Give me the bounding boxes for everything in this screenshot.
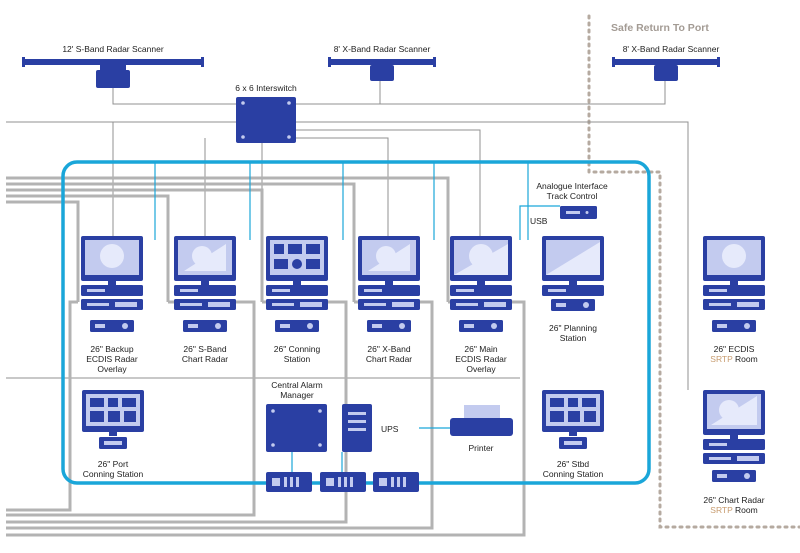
main-ecdis-label-3: Overlay — [466, 364, 496, 374]
x-band-scanner-2-icon — [612, 57, 720, 81]
ups-label: UPS — [381, 424, 399, 434]
ups-icon — [342, 404, 372, 452]
alarm-manager-label-2: Manager — [280, 390, 314, 400]
chart-srtp-label-2: SRTP Room — [710, 505, 757, 515]
usb-label: USB — [530, 216, 548, 226]
planning-label-1: 26" Planning — [549, 323, 597, 333]
backup-ecdis-label-2: ECDIS Radar — [86, 354, 138, 364]
analogue-interface-icon — [560, 206, 597, 219]
backup-ecdis-label-3: Overlay — [97, 364, 127, 374]
conning-label-1: 26" Conning — [274, 344, 321, 354]
s-band-chart-radar-workstation — [174, 236, 236, 332]
safe-return-title: Safe Return To Port — [611, 22, 709, 34]
interswitch-icon — [236, 97, 296, 143]
network-switch-3 — [373, 472, 419, 492]
conning-label-2: Station — [284, 354, 311, 364]
ecdis-srtp-label-1: 26" ECDIS — [714, 344, 755, 354]
main-ecdis-label-2: ECDIS Radar — [455, 354, 507, 364]
ecdis-srtp-label-2: SRTP Room — [710, 354, 757, 364]
ecdis-srtp-room: Room — [733, 354, 758, 364]
s-band-scanner-icon — [22, 57, 204, 88]
main-ecdis-workstation — [450, 236, 512, 332]
x-band-scanner-1-icon — [328, 57, 436, 81]
scanner-cabling — [6, 80, 689, 390]
x-band-label-2: Chart Radar — [366, 354, 412, 364]
printer-label: Printer — [468, 443, 493, 453]
network-switch-1 — [266, 472, 312, 492]
chart-srtp-room: Room — [733, 505, 758, 515]
s-band-label-2: Chart Radar — [182, 354, 228, 364]
x-band-label-1: 26" X-Band — [367, 344, 410, 354]
srtp-boundary — [587, 14, 800, 529]
chart-srtp-tag: SRTP — [710, 505, 733, 515]
stbd-conning-station — [542, 390, 604, 449]
stbd-conning-label-2: Conning Station — [543, 469, 604, 479]
analogue-interface-label: Analogue Interface — [536, 181, 608, 191]
port-conning-station — [82, 390, 144, 449]
interswitch-label: 6 x 6 Interswitch — [235, 83, 297, 93]
track-control-label: Track Control — [547, 191, 598, 201]
backup-ecdis-workstation — [81, 236, 143, 332]
alarm-manager-label-1: Central Alarm — [271, 380, 323, 390]
s-band-scanner-label: 12' S-Band Radar Scanner — [62, 44, 163, 54]
backup-ecdis-label-1: 26" Backup — [90, 344, 133, 354]
printer-icon — [450, 405, 513, 436]
network-switch-2 — [320, 472, 366, 492]
planning-label-2: Station — [560, 333, 587, 343]
chart-srtp-label-1: 26" Chart Radar — [703, 495, 764, 505]
main-ecdis-label-1: 26" Main — [464, 344, 498, 354]
chart-radar-srtp-workstation — [703, 390, 765, 482]
port-conning-label-1: 26" Port — [98, 459, 129, 469]
x-band-scanner-2-label: 8' X-Band Radar Scanner — [623, 44, 720, 54]
port-conning-label-2: Conning Station — [83, 469, 144, 479]
x-band-scanner-1-label: 8' X-Band Radar Scanner — [334, 44, 431, 54]
network-connectors — [154, 162, 560, 472]
ecdis-srtp-workstation — [703, 236, 765, 332]
planning-station-workstation — [542, 236, 604, 311]
x-band-chart-radar-workstation — [358, 236, 420, 332]
conning-station-workstation — [266, 236, 328, 332]
s-band-label-1: 26" S-Band — [183, 344, 226, 354]
central-alarm-manager-icon — [266, 404, 327, 452]
stbd-conning-label-1: 26" Stbd — [557, 459, 590, 469]
ecdis-srtp-tag: SRTP — [710, 354, 733, 364]
